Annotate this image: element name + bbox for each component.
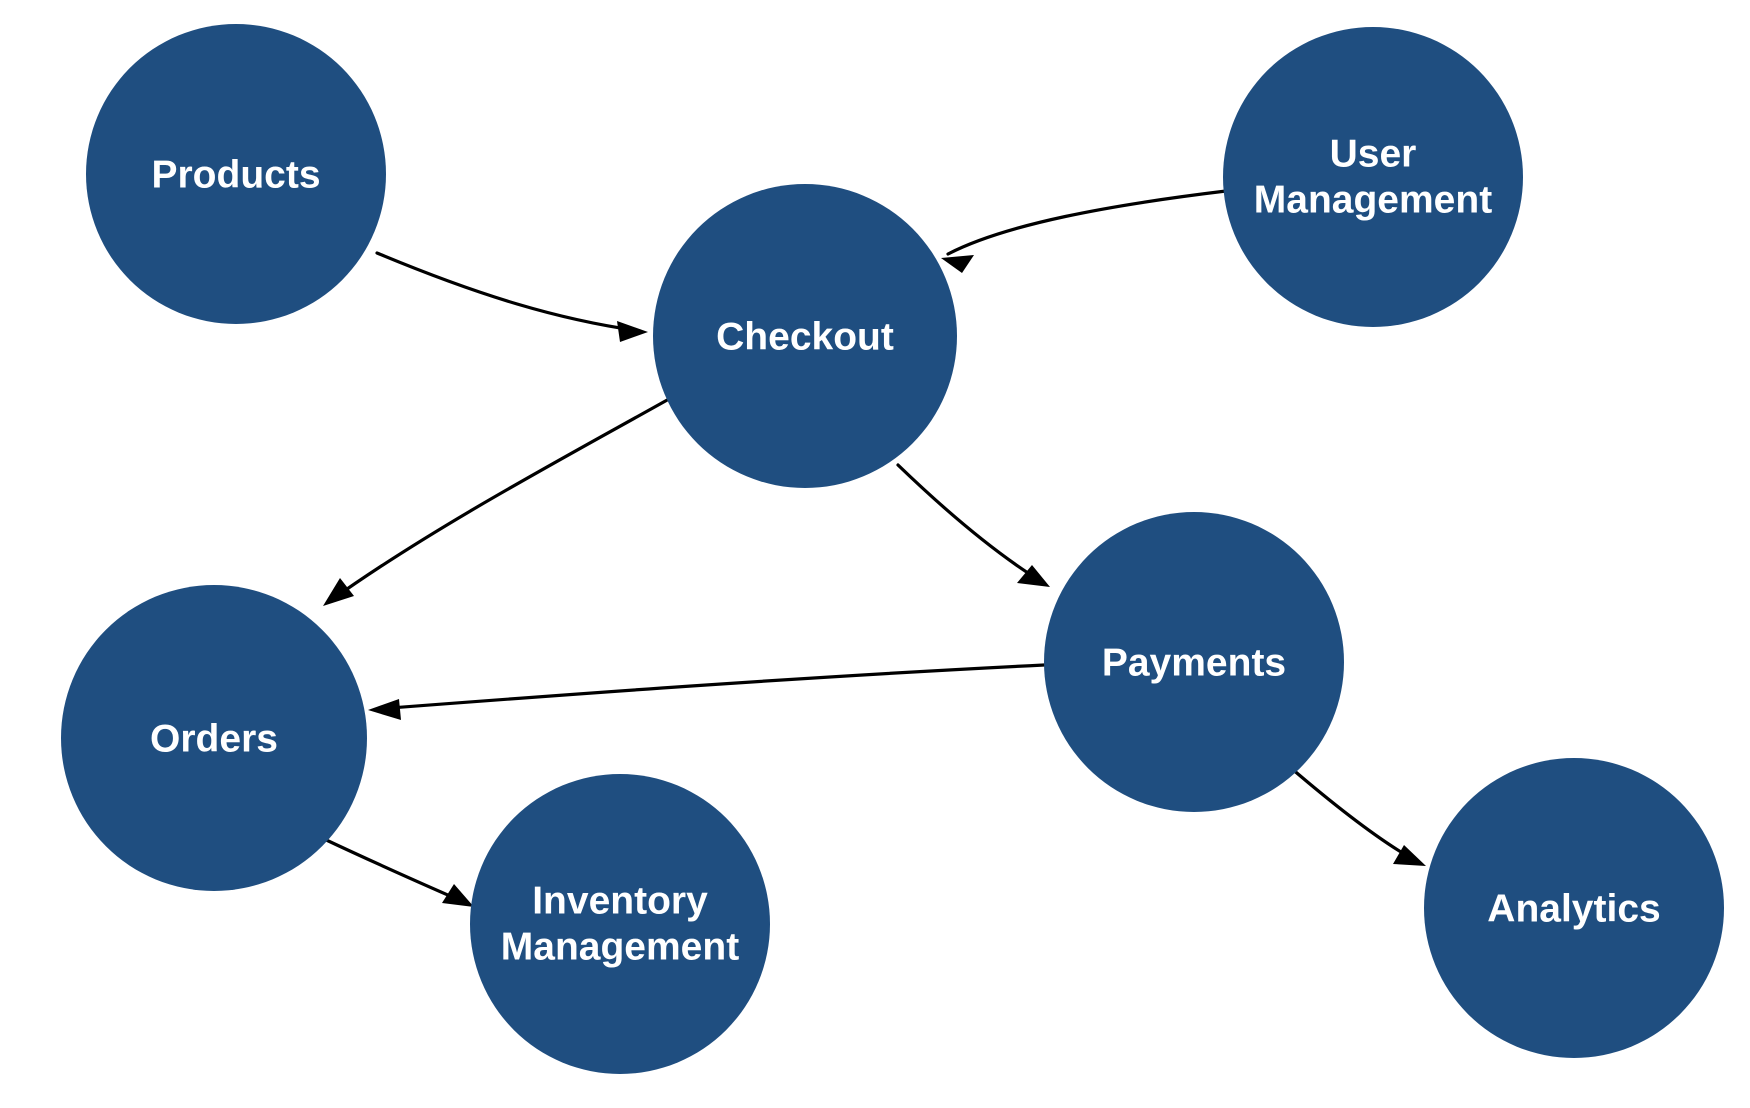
- node-user-management[interactable]: User Management: [1223, 27, 1523, 327]
- node-inventory-management-circle[interactable]: [470, 774, 770, 1074]
- node-inventory-management[interactable]: Inventory Management: [470, 774, 770, 1074]
- edge-payments-to-orders[interactable]: [368, 663, 1046, 720]
- arrowhead-icon: [368, 699, 401, 720]
- node-user-management-circle[interactable]: [1223, 27, 1523, 327]
- node-orders-circle[interactable]: [61, 585, 367, 891]
- edge-products-to-checkout[interactable]: [375, 251, 648, 342]
- arrowhead-icon: [941, 255, 974, 273]
- arrowhead-icon: [617, 321, 648, 342]
- edge-checkout-to-orders[interactable]: [323, 397, 671, 606]
- node-payments-circle[interactable]: [1044, 512, 1344, 812]
- node-products[interactable]: Products: [86, 24, 386, 324]
- arrowhead-icon: [1017, 565, 1050, 587]
- edge-usermanagement-to-checkout[interactable]: [941, 189, 1228, 273]
- edge-checkout-to-payments[interactable]: [896, 463, 1050, 587]
- arrowhead-icon: [442, 884, 474, 907]
- node-analytics[interactable]: Analytics: [1424, 758, 1724, 1058]
- arrowhead-icon: [323, 578, 354, 606]
- node-checkout[interactable]: Checkout: [653, 184, 957, 488]
- edge-payments-to-analytics[interactable]: [1289, 766, 1426, 866]
- node-products-circle[interactable]: [86, 24, 386, 324]
- nodes-layer: Products Checkout User Management Orders: [61, 24, 1724, 1074]
- edges-layer: [320, 189, 1426, 907]
- node-payments[interactable]: Payments: [1044, 512, 1344, 812]
- node-checkout-circle[interactable]: [653, 184, 957, 488]
- node-analytics-circle[interactable]: [1424, 758, 1724, 1058]
- node-orders[interactable]: Orders: [61, 585, 367, 891]
- edge-orders-to-inventory[interactable]: [320, 836, 474, 907]
- arrowhead-icon: [1393, 845, 1426, 866]
